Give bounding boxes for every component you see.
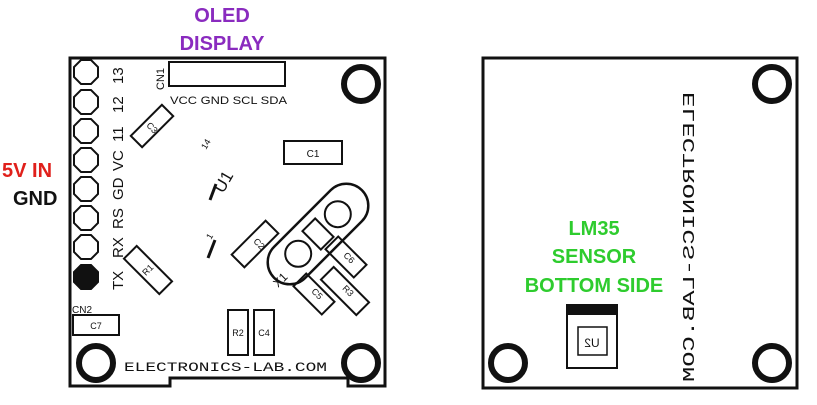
c3-capacitor [129, 103, 175, 149]
u2-footprint-band [567, 305, 617, 315]
header-pin-3 [73, 118, 99, 144]
sensor-label-line1: LM35 [568, 218, 619, 240]
c7-label: C7 [90, 321, 102, 331]
mount-hole-top-right [341, 64, 381, 104]
front-footer-text: ELECTRONICS-LAB.COM [124, 360, 327, 375]
back-mount-hole-top-right [752, 64, 792, 104]
pin-label-rx: RX [110, 237, 127, 258]
pin-label-rs: RS [110, 208, 127, 229]
r2-resistor [227, 309, 249, 356]
c5-capacitor [292, 272, 336, 316]
mount-hole-bottom-left [76, 343, 116, 383]
header-pin-1 [73, 59, 99, 85]
header-pins [73, 59, 99, 290]
u1-pin1-mark [206, 239, 217, 259]
c7-capacitor [72, 314, 120, 336]
sensor-label-line3: BOTTOM SIDE [525, 275, 664, 297]
c1-label: C1 [307, 149, 320, 160]
power-in-label: 5V IN [2, 160, 52, 182]
ground-label: GND [13, 188, 57, 210]
header-pin-6 [73, 205, 99, 231]
sensor-label-line2: SENSOR [552, 246, 637, 268]
u2-label: U2 [584, 336, 600, 350]
cn2-label: CN2 [72, 305, 92, 316]
r1-label: R1 [140, 262, 155, 277]
header-pin-2 [73, 89, 99, 115]
back-vertical-text: ELECTRONICS-LAB.COM [681, 92, 700, 382]
x1-label: X1 [270, 270, 291, 291]
r2-label: R2 [232, 328, 244, 338]
r1-resistor [122, 244, 174, 296]
u1-pin1-label: 1 [204, 232, 215, 241]
pin-label-vc: VC [110, 150, 127, 171]
header-pin-7 [73, 234, 99, 260]
cn1-connector [168, 61, 286, 87]
header-pin-4 [73, 147, 99, 173]
back-mount-hole-bottom-left [488, 343, 528, 383]
back-board-outline [481, 56, 799, 390]
x1-crystal [266, 182, 370, 286]
pin-label-gd: GD [110, 177, 127, 200]
cn1-label: CN1 [155, 68, 167, 90]
pin-label-11: 11 [110, 126, 127, 142]
c2-label: C2 [252, 236, 267, 251]
oled-label-line1: OLED [194, 5, 250, 27]
mount-hole-bottom-right [341, 343, 381, 383]
header-pin-5 [73, 176, 99, 202]
pin-label-tx: TX [110, 271, 127, 290]
back-board: ELECTRONICS-LAB.COM U2 LM35 SENSOR BOTTO… [481, 56, 799, 390]
c1-capacitor [283, 140, 343, 165]
header-pin-8-filled [73, 264, 99, 290]
c4-label: C4 [258, 328, 270, 338]
back-mount-hole-bottom-right [752, 343, 792, 383]
c4-capacitor [253, 309, 275, 356]
pin-label-13: 13 [110, 67, 127, 84]
u1-pin14-label: 14 [199, 137, 213, 151]
u2-footprint-inner [577, 326, 608, 356]
pin-label-12: 12 [110, 96, 127, 113]
oled-label-line2: DISPLAY [180, 33, 266, 55]
c6-capacitor [324, 235, 368, 279]
c2-capacitor [230, 219, 280, 269]
r3-resistor [319, 265, 371, 317]
u1-body-mark [208, 183, 218, 201]
front-board: CN1 VCC GND SCL SDA 13 12 11 VC GD RS RX… [68, 56, 387, 388]
oled-pin-labels: VCC GND SCL SDA [170, 95, 288, 107]
